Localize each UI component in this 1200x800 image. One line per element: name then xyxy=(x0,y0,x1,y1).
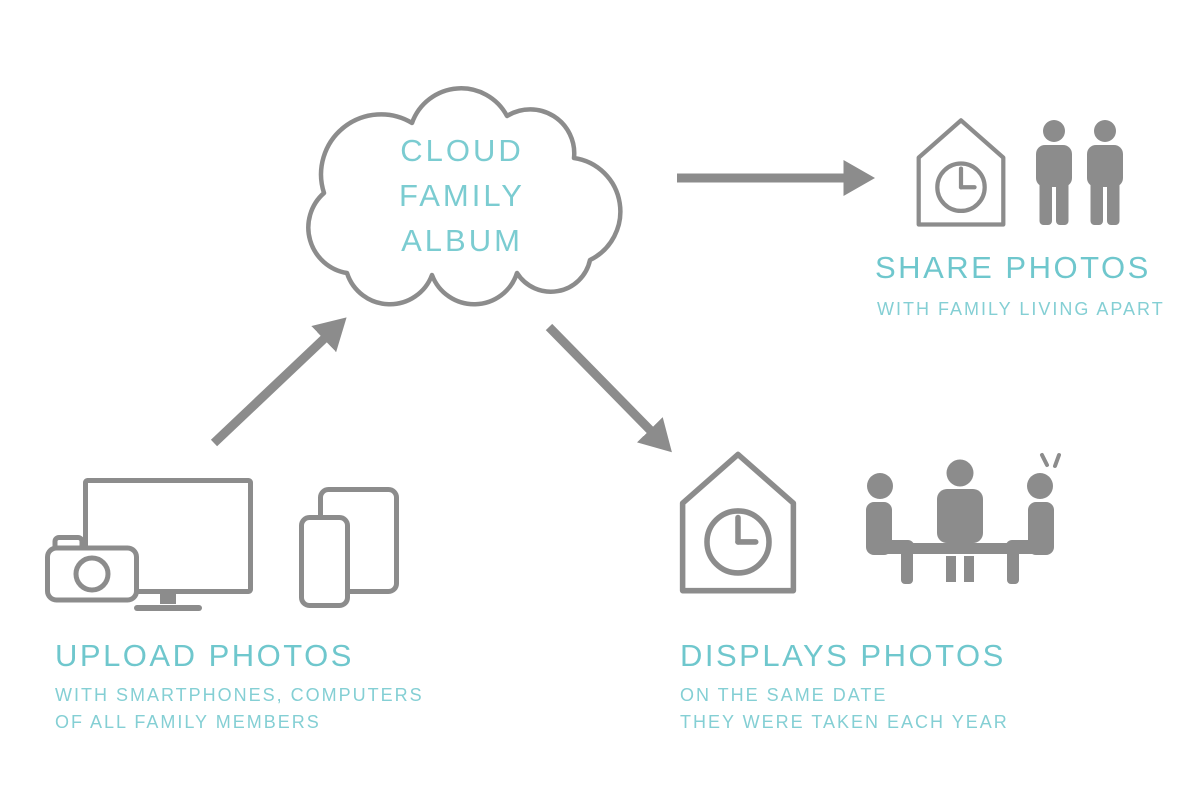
upload-photos-title: UPLOAD PHOTOS xyxy=(55,638,354,673)
house-clock-icon xyxy=(916,118,1006,227)
cloud-label-line-1: CLOUD xyxy=(400,133,524,168)
upload-photos-subtitle-line-1: WITH SMARTPHONES, COMPUTERS xyxy=(55,685,424,705)
cloud-icon xyxy=(306,86,623,307)
cloud-label-line-2: FAMILY xyxy=(399,178,525,213)
displays-photos-subtitle-line-1: ON THE SAME DATE xyxy=(680,685,888,705)
surprise-marks xyxy=(1040,453,1061,468)
cloud-label-line-3: ALBUM xyxy=(401,223,523,258)
smartphone-icon xyxy=(299,515,350,608)
camera-icon xyxy=(45,535,139,603)
arrow-cloud-to-displays xyxy=(545,323,672,453)
person-icon xyxy=(1036,120,1072,225)
displays-photos-subtitle: ON THE SAME DATE THEY WERE TAKEN EACH YE… xyxy=(680,682,1009,736)
table xyxy=(900,543,1020,554)
person-head xyxy=(946,459,974,487)
arrow-upload-to-cloud xyxy=(210,317,347,447)
cloud-label: CLOUD FAMILY ALBUM xyxy=(292,78,632,313)
tablet-smartphone-icon xyxy=(299,487,399,608)
family-around-table-icon xyxy=(866,453,1061,584)
two-family-members-icon xyxy=(1032,119,1127,225)
upload-photos-subtitle-line-2: OF ALL FAMILY MEMBERS xyxy=(55,712,321,732)
share-photos-title: SHARE PHOTOS xyxy=(875,250,1151,285)
displays-photos-subtitle-line-2: THEY WERE TAKEN EACH YEAR xyxy=(680,712,1009,732)
upload-photos-subtitle: WITH SMARTPHONES, COMPUTERS OF ALL FAMIL… xyxy=(55,682,424,736)
person-icon xyxy=(1087,120,1123,225)
share-photos-subtitle: WITH FAMILY LIVING APART xyxy=(877,299,1165,319)
displays-photos-title: DISPLAYS PHOTOS xyxy=(680,638,1006,673)
house-clock-icon xyxy=(679,451,797,594)
